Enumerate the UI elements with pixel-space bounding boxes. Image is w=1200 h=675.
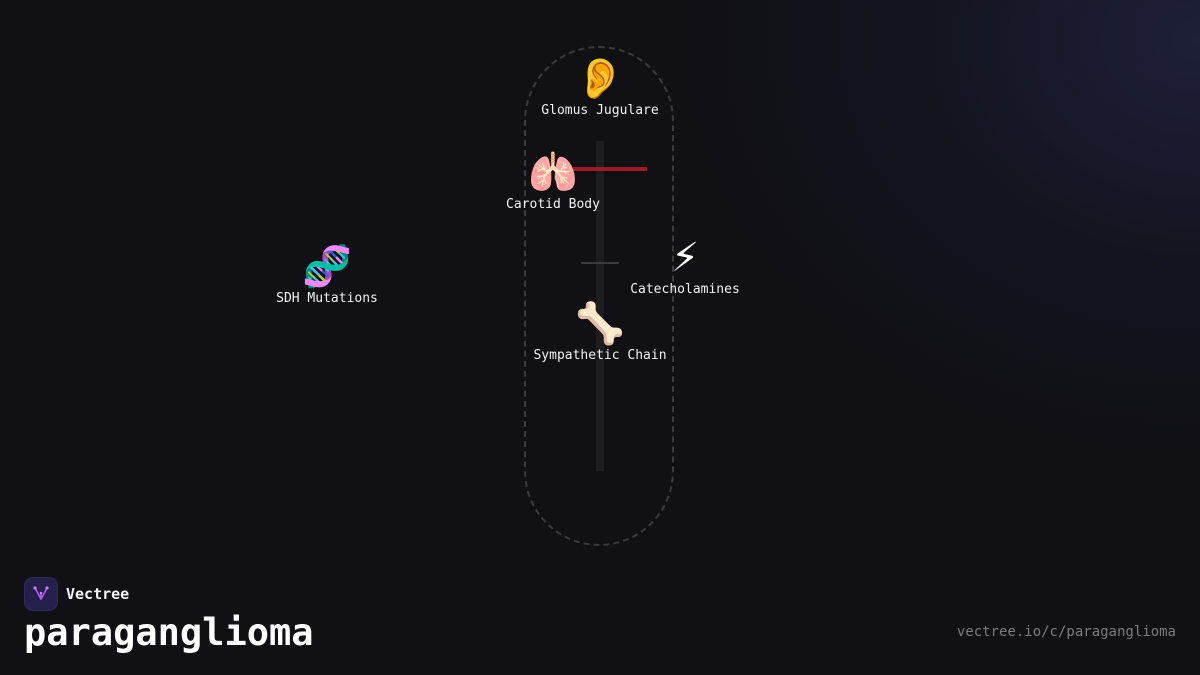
page-title: paraganglioma [24,611,314,654]
connector-red [573,167,647,171]
ear-icon: 👂 [575,56,625,102]
brand[interactable]: Vectree [24,577,129,611]
connector-grey [581,262,619,264]
lungs-icon: 🫁 [528,150,578,196]
node-label: Glomus Jugulare [541,103,659,118]
page-url[interactable]: vectree.io/c/paraganglioma [956,624,1176,640]
bone-icon: 🦴 [575,301,625,347]
brand-name: Vectree [66,585,130,603]
node-sympathetic-chain[interactable]: 🦴 Sympathetic Chain [520,302,680,363]
node-label: SDH Mutations [276,291,378,306]
node-sdh-mutations[interactable]: 🧬 SDH Mutations [262,245,392,306]
lightning-icon: ⚡ [670,235,700,281]
node-label: Sympathetic Chain [533,348,667,363]
node-label: Carotid Body [506,197,600,212]
node-glomus-jugulare[interactable]: 👂 Glomus Jugulare [530,57,670,118]
node-carotid-body[interactable]: 🫁 Carotid Body [488,151,618,212]
central-stem [596,141,604,471]
vectree-logo-icon [24,577,58,611]
node-label: Catecholamines [630,282,740,297]
diagram-outline [524,46,674,546]
dna-icon: 🧬 [302,244,352,290]
node-catecholamines[interactable]: ⚡ Catecholamines [620,236,750,297]
